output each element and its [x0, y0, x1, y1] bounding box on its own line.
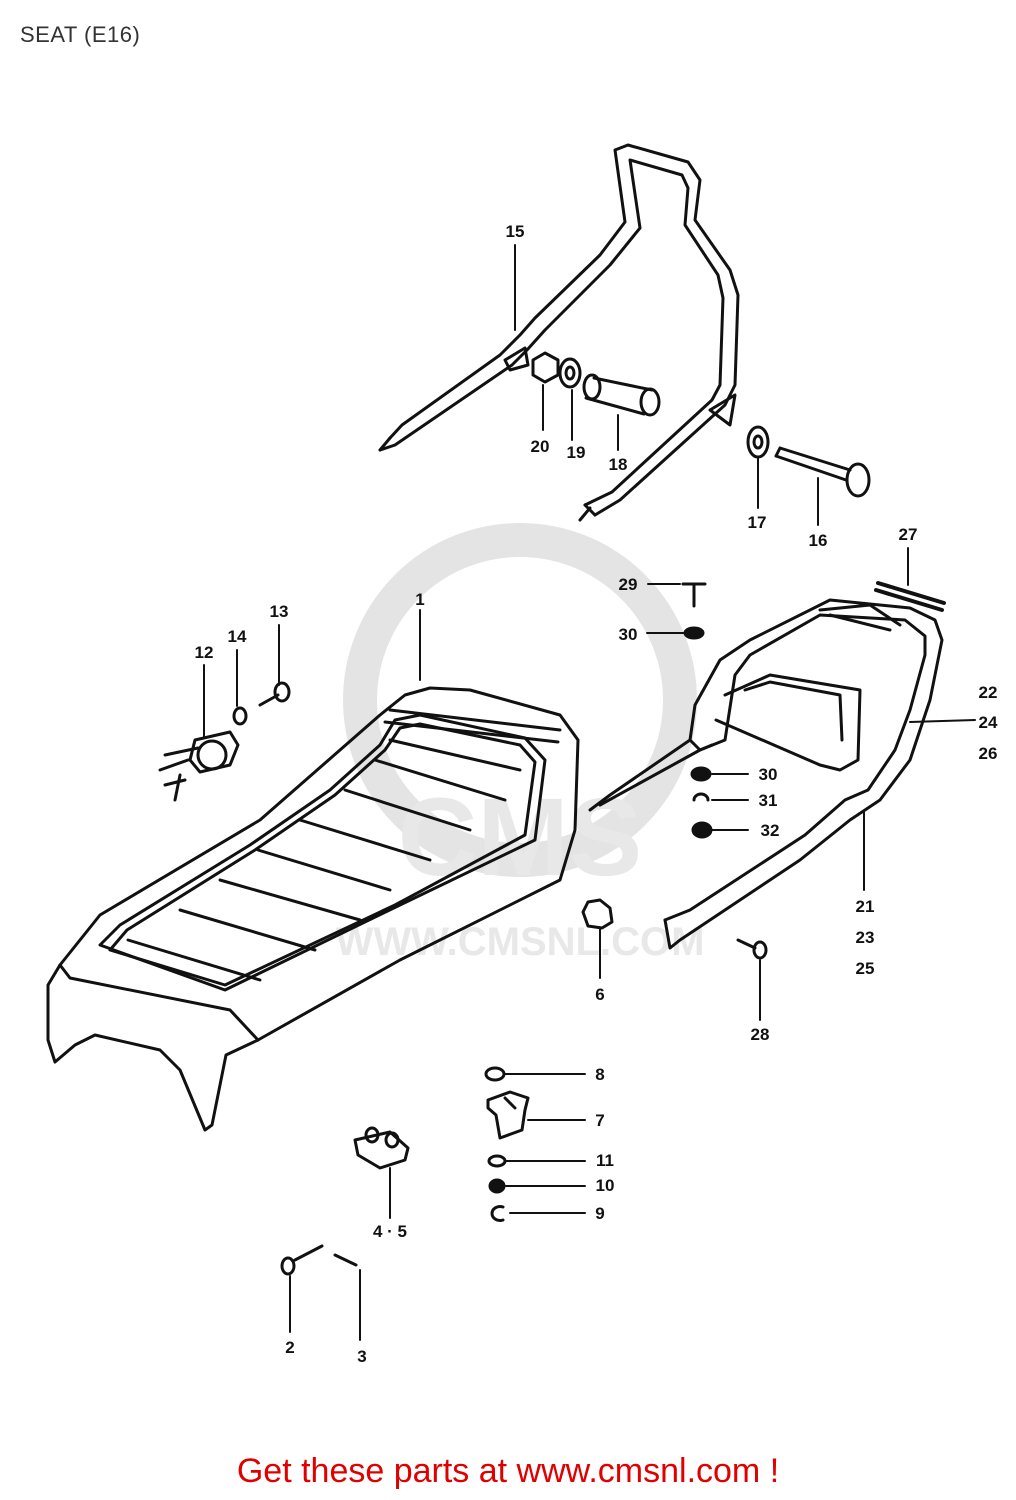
- nut-part: [488, 1178, 506, 1194]
- callout-29: 29: [619, 575, 638, 594]
- tape-part: [874, 581, 946, 612]
- callout-15: 15: [506, 222, 525, 241]
- footer-suffix: !: [760, 1452, 780, 1490]
- washer-part: [690, 766, 712, 782]
- washer-part: [558, 357, 582, 389]
- footer-link[interactable]: www.cmsnl.com: [516, 1452, 761, 1490]
- footer-prefix: Get these parts at: [236, 1452, 517, 1490]
- callout-18: 18: [609, 455, 628, 474]
- clip-part: [692, 792, 710, 802]
- callout-9: 9: [595, 1204, 604, 1223]
- callout-6: 6: [595, 985, 604, 1004]
- page-title: SEAT (E16): [20, 22, 141, 47]
- callout-12: 12: [195, 643, 214, 662]
- callout-17: 17: [748, 513, 767, 532]
- callout-24: 24: [979, 713, 998, 732]
- callout-19: 19: [567, 443, 586, 462]
- callout-26: 26: [979, 744, 998, 763]
- watermark: CMS WWW.CMSNL.COM: [336, 523, 705, 964]
- callout-20: 20: [531, 437, 550, 456]
- callout-28: 28: [751, 1025, 770, 1044]
- nut-part: [691, 821, 713, 839]
- bracket-part: [353, 1126, 410, 1170]
- washer-part: [746, 425, 770, 459]
- seat-part: [46, 686, 580, 1132]
- washer-part: [487, 1154, 507, 1168]
- callout-14: 14: [228, 627, 247, 646]
- callout-7: 7: [595, 1111, 604, 1130]
- watermark-logo: [343, 523, 697, 877]
- watermark-url: WWW.CMSNL.COM: [336, 920, 705, 964]
- callout-8: 8: [595, 1065, 604, 1084]
- pin-part: [280, 1244, 324, 1276]
- callout-30-top: 30: [619, 625, 638, 644]
- screw-part: [258, 681, 291, 707]
- callout-31: 31: [759, 791, 778, 810]
- cotter-pin-part: [333, 1253, 358, 1267]
- bumper-part: [581, 898, 614, 930]
- nut-part: [531, 351, 560, 384]
- footer-banner: Get these parts at www.cmsnl.com !: [0, 1452, 1016, 1491]
- leader-lines: [203, 244, 976, 1341]
- callout-10: 10: [596, 1176, 615, 1195]
- callout-labels: 15 20 19 18 17 16 27 29 30 1 13 14 12 30…: [195, 222, 998, 1366]
- seat-hook-part: [486, 1090, 530, 1140]
- callout-2: 2: [285, 1338, 294, 1357]
- callout-11: 11: [596, 1151, 614, 1170]
- bolt-part: [774, 446, 871, 498]
- washer-part: [484, 1066, 506, 1082]
- callout-13: 13: [270, 602, 289, 621]
- callout-25: 25: [856, 959, 875, 978]
- callout-23: 23: [856, 928, 875, 947]
- callout-32: 32: [761, 821, 780, 840]
- tail-cowl-part: [588, 598, 944, 950]
- spring-washer-part: [490, 1205, 505, 1222]
- seat-lock-part: [158, 730, 240, 802]
- screw-part: [681, 582, 707, 608]
- grab-rail-part: [378, 143, 740, 522]
- callout-30-bottom: 30: [759, 765, 778, 784]
- callout-16: 16: [809, 531, 828, 550]
- callout-22: 22: [979, 683, 998, 702]
- callout-27: 27: [899, 525, 918, 544]
- callout-4-5: 4 · 5: [373, 1222, 407, 1241]
- nut-part: [232, 706, 248, 726]
- callout-3: 3: [357, 1347, 366, 1366]
- callout-1: 1: [415, 590, 424, 609]
- washer-part: [683, 626, 705, 640]
- screw-part: [736, 938, 768, 960]
- callout-21: 21: [856, 897, 875, 916]
- spacer-part: [582, 373, 661, 417]
